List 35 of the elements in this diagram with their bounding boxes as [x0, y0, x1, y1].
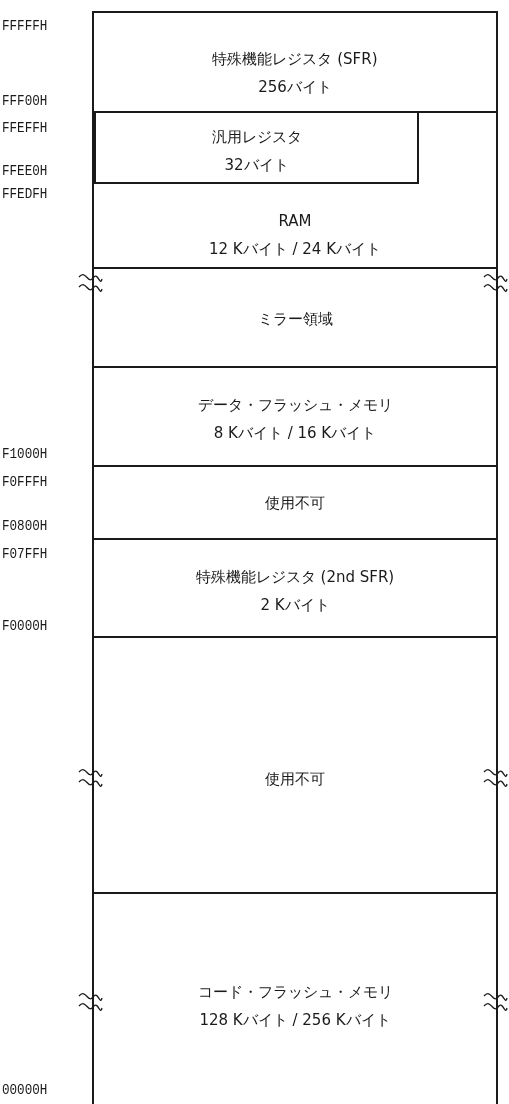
region-size: 32バイト [224, 155, 289, 176]
region-size: 256バイト [258, 77, 332, 98]
address-label: FFEFFH [2, 120, 48, 136]
reserved-region [92, 465, 498, 540]
region-name: 使用不可 [265, 493, 325, 514]
code-flash-region [92, 892, 498, 1104]
sfr-region [92, 11, 498, 113]
address-label: F0000H [2, 618, 48, 634]
region-name: 特殊機能レジスタ (SFR) [212, 49, 378, 70]
address-label: F0FFFH [2, 474, 48, 490]
region-size: 8 Kバイト / 16 Kバイト [213, 423, 377, 444]
region-name: 特殊機能レジスタ (2nd SFR) [195, 567, 395, 588]
address-label: F0800H [2, 518, 48, 534]
register-box [94, 111, 419, 184]
region-name: ミラー領域 [257, 309, 333, 330]
region-name: 汎用レジスタ [211, 127, 302, 148]
address-label: FFFFFH [2, 18, 48, 34]
address-label: F1000H [2, 446, 48, 462]
address-label: FFEDFH [2, 186, 48, 202]
region-size: 128 Kバイト / 256 Kバイト [199, 1010, 391, 1031]
mirror-region [92, 267, 498, 368]
address-label: FFEE0H [2, 163, 48, 179]
region-name: 使用不可 [265, 769, 325, 790]
region-name: データ・フラッシュ・メモリ [197, 395, 393, 416]
sfr-region [92, 538, 498, 638]
region-name: RAM [278, 211, 312, 232]
address-label: F07FFH [2, 546, 48, 562]
reserved-region [92, 636, 498, 894]
region-name: コード・フラッシュ・メモリ [197, 982, 393, 1003]
ram-region [92, 111, 498, 269]
data-flash-region [92, 366, 498, 467]
address-label: 00000H [2, 1082, 48, 1098]
region-size: 12 Kバイト / 24 Kバイト [209, 239, 381, 260]
address-label: FFF00H [2, 93, 48, 109]
region-size: 2 Kバイト [260, 595, 330, 616]
